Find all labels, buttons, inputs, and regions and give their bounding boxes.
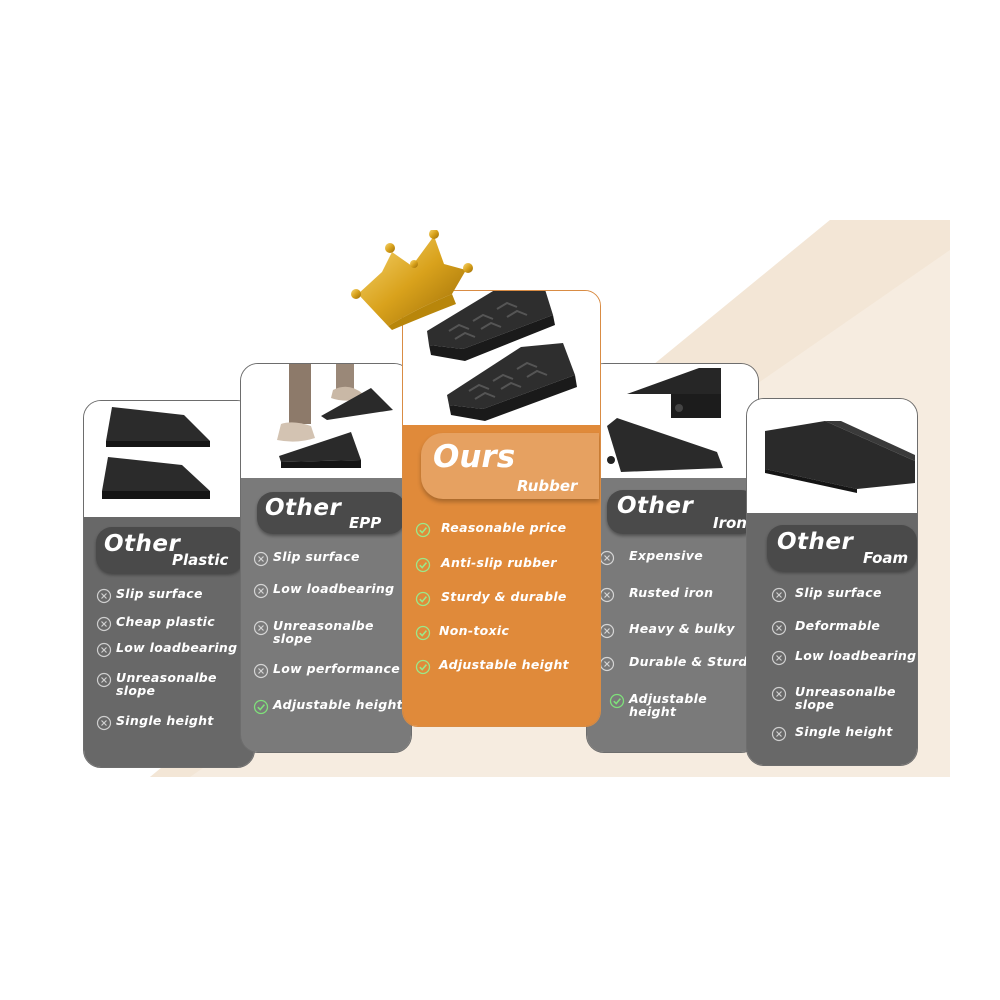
feature-text: Heavy & bulky [629, 621, 735, 636]
cross-icon [771, 686, 787, 702]
card-material: EPP [349, 514, 382, 532]
title-pill: Other EPP [257, 492, 405, 534]
card-ours-rubber: Ours Rubber Reasonable price Anti-slip r… [402, 290, 601, 727]
feature-text: Slip surface [795, 585, 882, 600]
feature-text: Reasonable price [441, 520, 567, 535]
feature-text: Unreasonalbe slope [795, 684, 896, 712]
cross-icon [253, 551, 269, 567]
card-plastic: Other Plastic Slip surface Cheap plastic… [83, 400, 255, 768]
cross-icon [771, 726, 787, 742]
check-icon [253, 699, 269, 715]
feature-text: Non-toxic [439, 623, 510, 638]
card-material: Rubber [517, 477, 578, 495]
card-foam: Other Foam Slip surface Deformable Low l… [746, 398, 918, 766]
rubber-ramps-image [403, 291, 600, 425]
feature-text: Rusted iron [629, 585, 714, 600]
feature-text: Low loadbearing [116, 640, 238, 655]
feature-text: Low performance [273, 661, 400, 676]
cross-icon [771, 650, 787, 666]
check-icon [415, 522, 431, 538]
crown-icon [351, 230, 473, 330]
feature-text: Low loadbearing [273, 581, 395, 596]
title-pill: Other Iron [607, 490, 757, 534]
feature-text: Slip surface [273, 549, 360, 564]
card-material: Plastic [172, 551, 229, 569]
cross-icon [96, 715, 112, 731]
card-material: Iron [713, 514, 747, 532]
check-icon [415, 591, 431, 607]
cross-icon [599, 587, 615, 603]
feature-text: Anti-slip rubber [441, 555, 557, 570]
plastic-ramps-image [84, 401, 254, 517]
cross-icon [599, 550, 615, 566]
feature-text: Low loadbearing [795, 648, 917, 663]
title-pill: Other Plastic [96, 527, 244, 573]
cross-icon [96, 672, 112, 688]
feature-text: Unreasonalbe slope [273, 618, 374, 646]
epp-ramps-image [241, 364, 411, 478]
feature-text: Adjustable height [439, 657, 569, 672]
cross-icon [253, 583, 269, 599]
feature-text: Expensive [629, 548, 703, 563]
card-title: Other [265, 495, 342, 521]
feature-text: Adjustable height [273, 697, 403, 712]
cross-icon [599, 623, 615, 639]
card-title: Other [777, 529, 854, 555]
cross-icon [771, 587, 787, 603]
card-title: Other [104, 531, 181, 557]
feature-text: Slip surface [116, 586, 203, 601]
cross-icon [771, 620, 787, 636]
cross-icon [96, 616, 112, 632]
card-epp: Other EPP Slip surface Low loadbearing U… [240, 363, 412, 753]
card-iron: Other Iron Expensive Rusted iron Heavy &… [586, 363, 759, 753]
cross-icon [96, 642, 112, 658]
cross-icon [96, 588, 112, 604]
title-pill: Other Foam [767, 525, 917, 571]
title-pill: Ours Rubber [421, 433, 599, 499]
card-material: Foam [863, 549, 909, 567]
feature-text: Single height [795, 724, 893, 739]
card-title: Other [617, 493, 694, 519]
cross-icon [253, 620, 269, 636]
feature-text: Adjustable height [629, 691, 707, 719]
feature-text: Durable & Sturdy [629, 654, 757, 669]
cross-icon [599, 656, 615, 672]
feature-text: Cheap plastic [116, 614, 215, 629]
cross-icon [253, 663, 269, 679]
check-icon [415, 659, 431, 675]
feature-text: Unreasonalbe slope [116, 670, 217, 698]
card-title: Ours [433, 439, 516, 475]
feature-text: Sturdy & durable [441, 589, 567, 604]
check-icon [415, 557, 431, 573]
check-icon [609, 693, 625, 709]
check-icon [415, 625, 431, 641]
feature-text: Deformable [795, 618, 881, 633]
foam-ramps-image [747, 399, 917, 513]
iron-ramps-image [587, 364, 758, 478]
feature-text: Single height [116, 713, 214, 728]
